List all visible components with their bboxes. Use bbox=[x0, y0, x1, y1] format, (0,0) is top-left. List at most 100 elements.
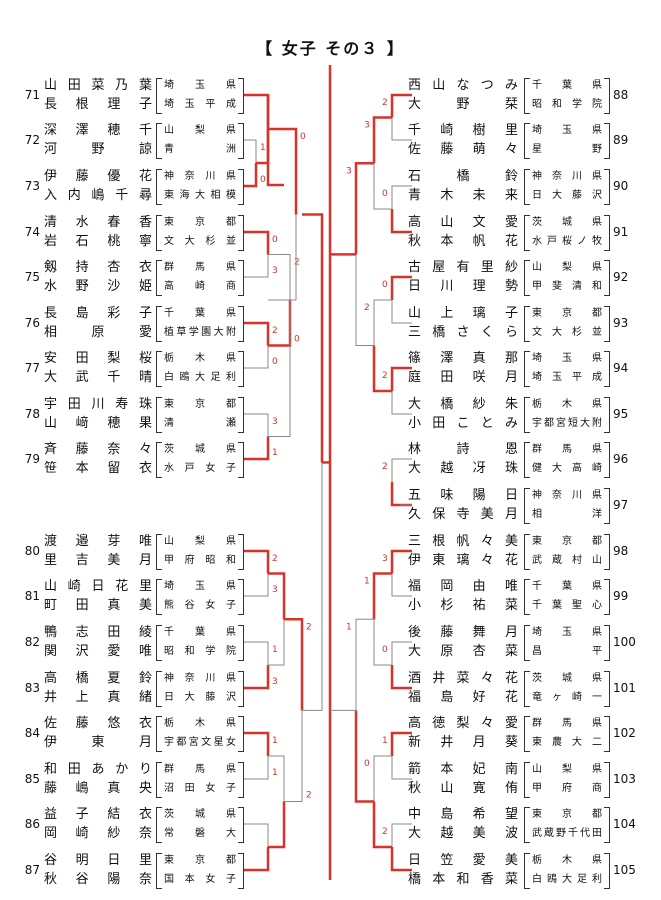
affiliation-bracket-open bbox=[524, 807, 530, 843]
player-affiliation: 埼玉県 bbox=[532, 353, 602, 364]
match-number: 79 bbox=[24, 452, 40, 466]
player-name: 高山文愛 bbox=[408, 215, 518, 230]
match-score: 1 bbox=[364, 577, 370, 587]
bracket-branch bbox=[284, 710, 303, 802]
bracket-branch bbox=[373, 755, 392, 802]
affiliation-bracket-open bbox=[156, 579, 162, 615]
player-affiliation: 国本女子 bbox=[164, 874, 236, 885]
match-number: 77 bbox=[24, 361, 40, 375]
match-score: 2 bbox=[364, 303, 370, 313]
bracket-branch bbox=[391, 185, 412, 209]
match-number: 99 bbox=[613, 589, 629, 603]
affiliation-bracket-close bbox=[604, 169, 610, 205]
page-title: 【 女子 その３ 】 bbox=[256, 39, 405, 58]
affiliation-bracket-close bbox=[238, 78, 244, 114]
bracket-branch bbox=[268, 300, 291, 437]
player-name: 高徳梨々愛 bbox=[408, 716, 518, 731]
player-affiliation: 群馬県 bbox=[164, 262, 236, 273]
player-name: 大越冴珠 bbox=[408, 461, 518, 476]
player-affiliation: 文大杉並 bbox=[164, 236, 236, 247]
match-number: 87 bbox=[24, 863, 40, 877]
bracket-branch bbox=[244, 549, 270, 574]
player-name: 日笠愛美 bbox=[408, 853, 518, 868]
player-affiliation: 山梨県 bbox=[532, 764, 602, 775]
match-number: 103 bbox=[613, 772, 636, 786]
player-name: 笹本留衣 bbox=[44, 461, 152, 476]
affiliation-bracket-open bbox=[156, 625, 162, 661]
player-affiliation: 白鴎大足利 bbox=[164, 372, 236, 383]
match-score: 2 bbox=[382, 827, 388, 837]
affiliation-bracket-close bbox=[238, 169, 244, 205]
match-number: 74 bbox=[24, 225, 40, 239]
bracket-branch bbox=[268, 214, 297, 301]
bracket-branch bbox=[268, 127, 298, 215]
affiliation-bracket-open bbox=[524, 78, 530, 114]
affiliation-bracket-open bbox=[156, 807, 162, 843]
player-affiliation: 東京都 bbox=[164, 855, 236, 866]
player-name: 山上璃子 bbox=[408, 306, 518, 321]
match-score: 3 bbox=[364, 121, 370, 131]
player-name: 千崎樹里 bbox=[408, 123, 518, 138]
match-score: 2 bbox=[382, 371, 388, 381]
bracket-branch bbox=[268, 572, 286, 620]
player-name: 秋本帆花 bbox=[408, 234, 518, 249]
player-name: 中島希望 bbox=[408, 807, 518, 822]
affiliation-bracket-open bbox=[524, 716, 530, 752]
bracket-branch bbox=[268, 755, 285, 802]
player-affiliation: 水戸桜ノ牧 bbox=[532, 236, 602, 247]
player-affiliation: 常磐大 bbox=[164, 828, 236, 839]
player-affiliation: 埼玉平成 bbox=[532, 372, 602, 383]
player-name: 小田ことみ bbox=[408, 416, 518, 431]
player-name: 篠澤真那 bbox=[408, 351, 518, 366]
player-affiliation: 茨城県 bbox=[164, 809, 236, 820]
affiliation-bracket-close bbox=[604, 762, 610, 798]
match-score: 2 bbox=[272, 326, 278, 336]
player-affiliation: 群馬県 bbox=[532, 718, 602, 729]
player-affiliation: 栃木県 bbox=[532, 855, 602, 866]
affiliation-bracket-open bbox=[524, 123, 530, 159]
player-affiliation: 東農大二 bbox=[532, 737, 602, 748]
player-name: 庭田咲月 bbox=[408, 370, 518, 385]
player-affiliation: 健大高崎 bbox=[532, 463, 602, 474]
affiliation-bracket-close bbox=[604, 579, 610, 615]
player-name: 安田梨桜 bbox=[44, 351, 152, 366]
affiliation-bracket-close bbox=[238, 762, 244, 798]
player-name: 長島彩子 bbox=[44, 306, 152, 321]
player-affiliation: 茨城県 bbox=[532, 673, 602, 684]
player-name: 清水春香 bbox=[44, 215, 152, 230]
player-name: 久保寺美月 bbox=[408, 507, 518, 522]
match-score: 0 bbox=[294, 335, 300, 345]
player-name: 大橋紗朱 bbox=[408, 397, 518, 412]
match-score: 0 bbox=[272, 357, 278, 367]
player-affiliation: 甲府商 bbox=[532, 783, 602, 794]
bracket-branch bbox=[355, 618, 374, 711]
match-score: 2 bbox=[294, 258, 300, 268]
affiliation-bracket-open bbox=[156, 123, 162, 159]
affiliation-bracket-close bbox=[238, 671, 244, 707]
match-number: 86 bbox=[24, 817, 40, 831]
match-number: 88 bbox=[613, 88, 629, 102]
player-name: 青木未来 bbox=[408, 188, 518, 203]
player-name: 関沢愛唯 bbox=[44, 644, 152, 659]
affiliation-bracket-close bbox=[238, 579, 244, 615]
match-score: 2 bbox=[382, 462, 388, 472]
player-affiliation: 白鴎大足利 bbox=[532, 874, 602, 885]
bracket-branch bbox=[244, 321, 270, 346]
affiliation-bracket-open bbox=[524, 762, 530, 798]
player-affiliation: 植草学園大附 bbox=[164, 327, 236, 338]
match-number: 96 bbox=[613, 452, 629, 466]
match-score: 0 bbox=[382, 280, 388, 290]
bracket-branch bbox=[302, 462, 323, 711]
bracket-branch bbox=[244, 823, 269, 847]
player-affiliation: 群馬県 bbox=[164, 764, 236, 775]
affiliation-bracket-close bbox=[238, 397, 244, 433]
bracket-branch bbox=[390, 731, 412, 756]
affiliation-bracket-close bbox=[238, 807, 244, 843]
bracket-branch bbox=[244, 163, 258, 188]
affiliation-bracket-close bbox=[238, 534, 244, 570]
affiliation-bracket-close bbox=[604, 716, 610, 752]
bracket-branch bbox=[244, 139, 257, 163]
affiliation-bracket-close bbox=[604, 78, 610, 114]
match-number: 75 bbox=[24, 270, 40, 284]
